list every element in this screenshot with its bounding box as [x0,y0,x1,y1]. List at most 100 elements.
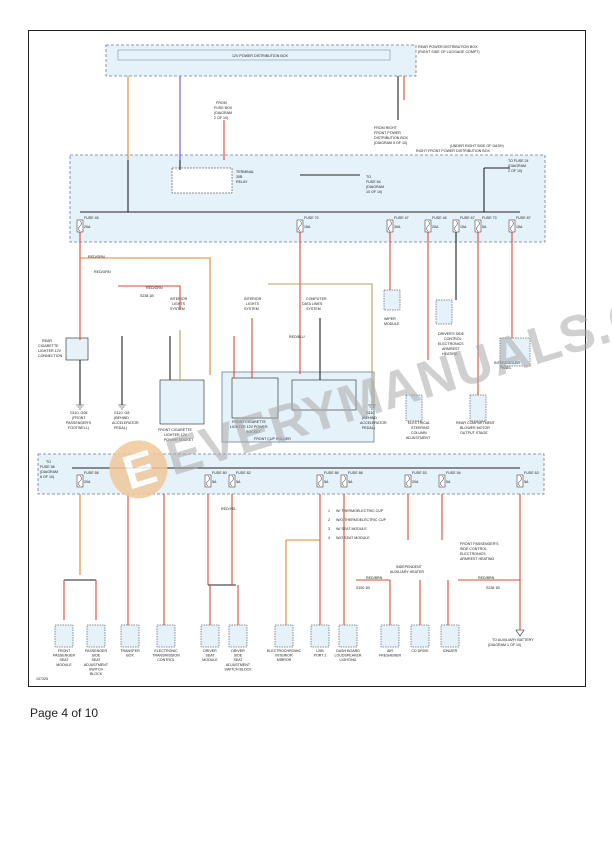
front-lighter2-1: FRONT CIGARETTE [232,420,266,424]
steering-4: ADJUSTMENT [406,436,431,440]
fuse-top-amp-2: 30A [394,225,401,229]
armrest-5: HEATING [442,352,458,356]
wiper-module-1: WIPER [384,317,396,321]
fuse-bottom-amp-2: 5A [236,480,241,484]
fuse-top-amp-6: 15A [516,225,523,229]
fuse-top-amp-3: 20A [432,225,439,229]
rear-lighter-3: LIGHTER 12V [38,349,62,353]
page-number: Page 4 of 10 [30,706,99,720]
lower-device-label-1-4: SWITCH [89,667,104,671]
steering-2: STEERING [411,426,430,430]
12v-box-label: 12V POWER DISTRIBUTION BOX [232,54,289,58]
armrest-4: ARMREST [442,347,460,351]
to-fuse-24-2: (DIAGRAM [508,164,526,168]
distribution-boxes [37,44,546,495]
splice-3: S150 1B [356,586,370,590]
fuse-bottom-symbol-0 [78,475,82,487]
upper-device-2 [469,394,487,422]
upper-device-4 [405,394,423,422]
fp-armrest-3: ELECTRONICS [460,552,486,556]
rear-power-distribution-box [105,44,417,77]
from-right-line-2: FRONT POWER [374,131,401,135]
wires [63,76,521,630]
from-fuse-box-1: FROM [216,101,227,105]
fuse-top-symbol-3 [426,220,430,232]
wire-red-grn-3: RED/GRN [146,286,163,290]
lower-device-label-6-0: ELECTROCHROMIC [267,649,302,653]
fuse-top-amp-0: 20A [84,225,91,229]
fuse-bottom-num-6: FUSE 54 [446,471,461,475]
rear-lighter-1: REAR [42,339,52,343]
fuse-top-num-2: FUSE 47 [394,216,409,220]
fuse-bottom-symbol-6 [440,475,444,487]
front-lighter-box [159,379,205,425]
fuse-bottom-num-7: FUSE 63 [524,471,539,475]
ground-1-d2: PASSENGER'S [66,421,92,425]
intercooler-1: INTERCOOLER [494,361,520,365]
blower-2: BLOWER MOTOR [460,426,490,430]
to-fuse-64-1: TO [366,175,371,179]
ground-1-d3: FOOTWELL) [68,426,89,430]
lower-device-label-0-1: PASSENGER [53,654,76,658]
lower-device-label-6-2: MIRROR [277,658,292,662]
front-cup-holder: FRONT CUP HOLDER [254,437,291,441]
fuse-top-num-6: FUSE 87 [516,216,531,220]
fuse-top-num-4: FUSE 67 [460,216,475,220]
rear-box-title: REAR POWER DISTRIBUTION BOX [418,45,478,49]
lower-components: FRONTPASSENGERSEATMODULEPASSENGERSIDESEA… [53,624,525,676]
lower-device-1 [86,624,106,648]
lower-device-label-9-0: AIR [387,649,393,653]
rear-lighter-2: CIGARETTE [38,344,59,348]
lower-device-label-0-2: SEAT [59,658,69,662]
lower-device-label-11-0: IONIZER [443,649,458,653]
fuse-bottom-amp-6: 5A [446,480,451,484]
fuse-bottom-symbol-2 [230,475,234,487]
wire-red-blu: RED/BLU [289,335,305,339]
ground-symbol-2 [368,404,376,410]
lower-device-label-7-1: PORT 2 [314,654,327,658]
ground-3-id: G110 [366,411,375,415]
fuse-top-symbol-0 [78,220,82,232]
lower-device-label-2-1: BOX [126,654,134,658]
armrest-3: ELECTRONICS [438,342,464,346]
to-fuse-58-4: 6 OF 10) [40,475,54,479]
lower-device-label-7-0: USB [316,649,324,653]
to-fuse-58-1: TO [46,460,51,464]
front-lighter-3: POWER SOCKET [164,438,194,442]
wire-red-yel: RED/YEL [221,507,236,511]
blower-1: REAR COMPARTMENT [456,421,496,425]
wire-19 [80,257,211,375]
lower-device-label-3-2: CONTROL [157,658,175,662]
ground-2-d2: ACCELERATOR [112,421,139,425]
front-lighter2-2: LIGHTER 12V POWER [230,425,268,429]
fuse-bottom-num-4: FUSE 88 [348,471,363,475]
wire-red-brn-2: RED/BRN [478,576,495,580]
lower-device-label-4-0: DRIVER [203,649,217,653]
legend-num-1: 1 [328,509,330,513]
to-fuse-24-3: 2 OF 10) [508,169,522,173]
from-fuse-box-3: (DIAGRAM [214,111,232,115]
from-right-line-1: FROM RIGHT [374,126,398,130]
fuse-bottom-num-3: FUSE 86 [324,471,339,475]
legend-1: W/ THERMOELECTRIC CUP [336,509,384,513]
diagram-id: 107325 [36,677,48,681]
interior-lights-2c: SYSTEM [244,307,259,311]
from-fuse-box-4: 2 OF 10) [214,116,228,120]
aux-battery-arrow [515,629,525,637]
lower-device-label-8-2: LIGHTING [340,658,357,662]
upper-device-3 [499,337,531,367]
ground-3-d2: ACCELERATOR [360,421,387,425]
to-fuse-58-2: FUSE 58 [40,465,55,469]
legend-3: W/ SEAT MODULE [336,527,367,531]
steering-1: ELECTRICAL [408,421,430,425]
ground-3-d3: PEDAL) [362,426,375,430]
fp-armrest-4: ARMREST HEATING [460,557,494,561]
wire-red-brn: RED/BRN [366,576,383,580]
fuse-top-num-3: FUSE 46 [432,216,447,220]
legend-2: W/O THERMOELECTRIC CUP [336,518,387,522]
ground-1-d1: (FRONT [72,416,86,420]
lower-device-2 [120,624,140,648]
rear-box-location: (RIGHT SIDE OF LUGGAGE COMPT) [418,50,480,54]
computer-lines-2: DATA LINES [302,302,323,306]
